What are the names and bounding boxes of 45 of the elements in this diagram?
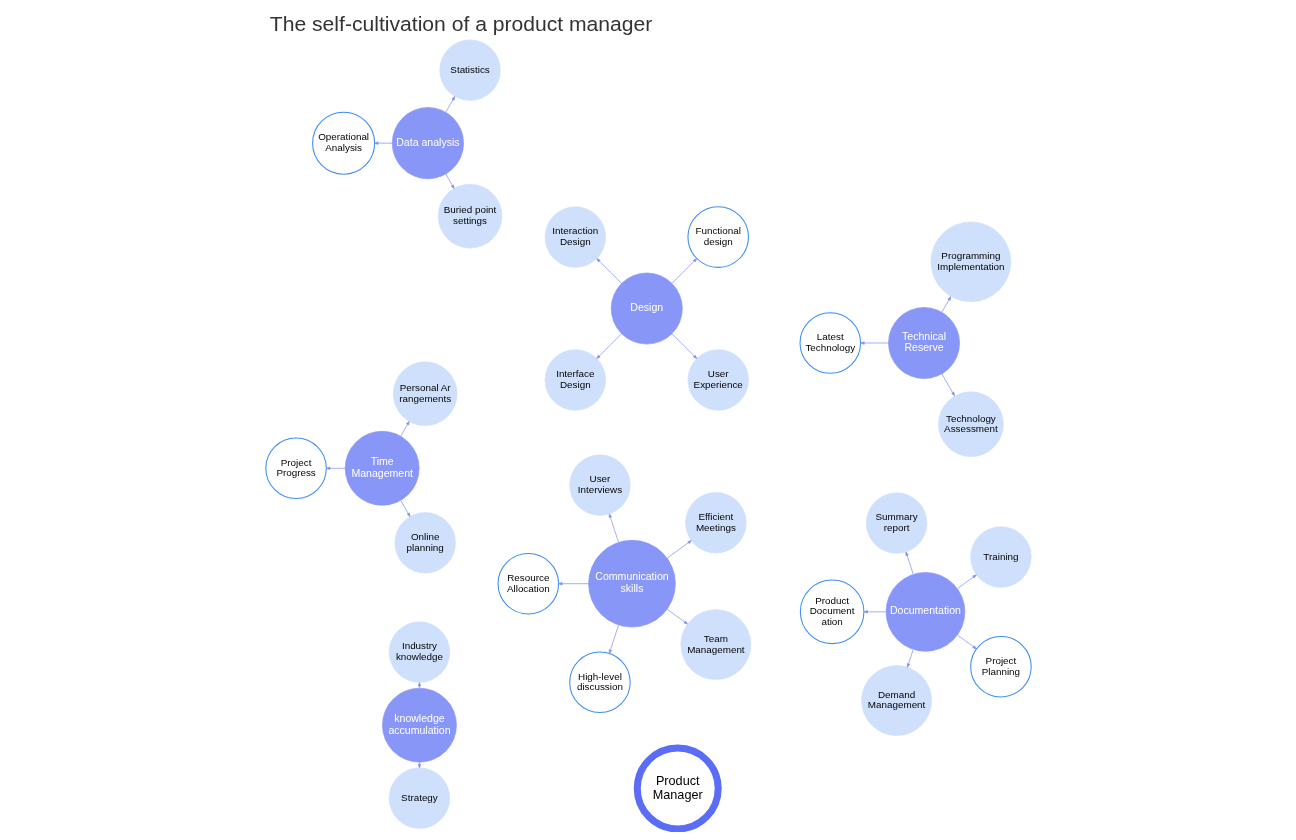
node-circle: Summary report <box>865 492 927 554</box>
node-circle: Operational Analysis <box>311 111 375 175</box>
node-circle: Technical Reserve <box>887 307 960 379</box>
diagram-title: The self-cultivation of a product manager <box>269 11 652 35</box>
node-circle: Industry knowledge <box>388 621 450 683</box>
arrow <box>941 296 951 313</box>
node-circle: Data analysis <box>391 107 464 180</box>
arrow <box>399 500 410 517</box>
arrow <box>595 258 622 284</box>
arrow <box>399 421 410 437</box>
node-circle: Functional design <box>686 206 749 268</box>
node-circle: Design <box>610 272 683 345</box>
arrow <box>671 258 697 284</box>
node-circle: Latest Technology <box>799 312 861 374</box>
arrow <box>905 551 913 575</box>
node-circle: Project Progress <box>264 437 327 500</box>
arrow <box>417 761 421 769</box>
node-circle: User Experience <box>687 349 749 411</box>
arrow <box>941 373 955 397</box>
arrow <box>956 634 977 650</box>
arrow <box>608 513 619 543</box>
arrow <box>595 333 622 359</box>
arrow <box>608 624 619 654</box>
arrow <box>671 333 697 359</box>
arrow <box>863 610 886 614</box>
arrow <box>859 341 889 345</box>
arrow <box>666 608 688 625</box>
arrow <box>666 540 692 559</box>
arrow <box>444 173 454 189</box>
node-circle: Resource Allocation <box>497 552 559 615</box>
node-circle: Time Management <box>344 430 419 506</box>
node-circle: Interface Design <box>544 349 606 411</box>
arrow <box>325 466 345 470</box>
arrow <box>373 141 392 145</box>
arrow <box>906 649 913 668</box>
node-circle: Documentation <box>885 572 965 652</box>
node-circle: Product Manager <box>633 744 722 832</box>
arrow <box>557 582 589 586</box>
arrow <box>417 682 421 689</box>
node-circle: Interaction Design <box>544 206 606 268</box>
node-circle: Product Document ation <box>799 579 864 645</box>
node-circle: Communication skills <box>587 539 676 628</box>
arrow <box>444 96 455 113</box>
node-circle: Strategy <box>388 767 450 829</box>
arrow <box>956 574 977 589</box>
